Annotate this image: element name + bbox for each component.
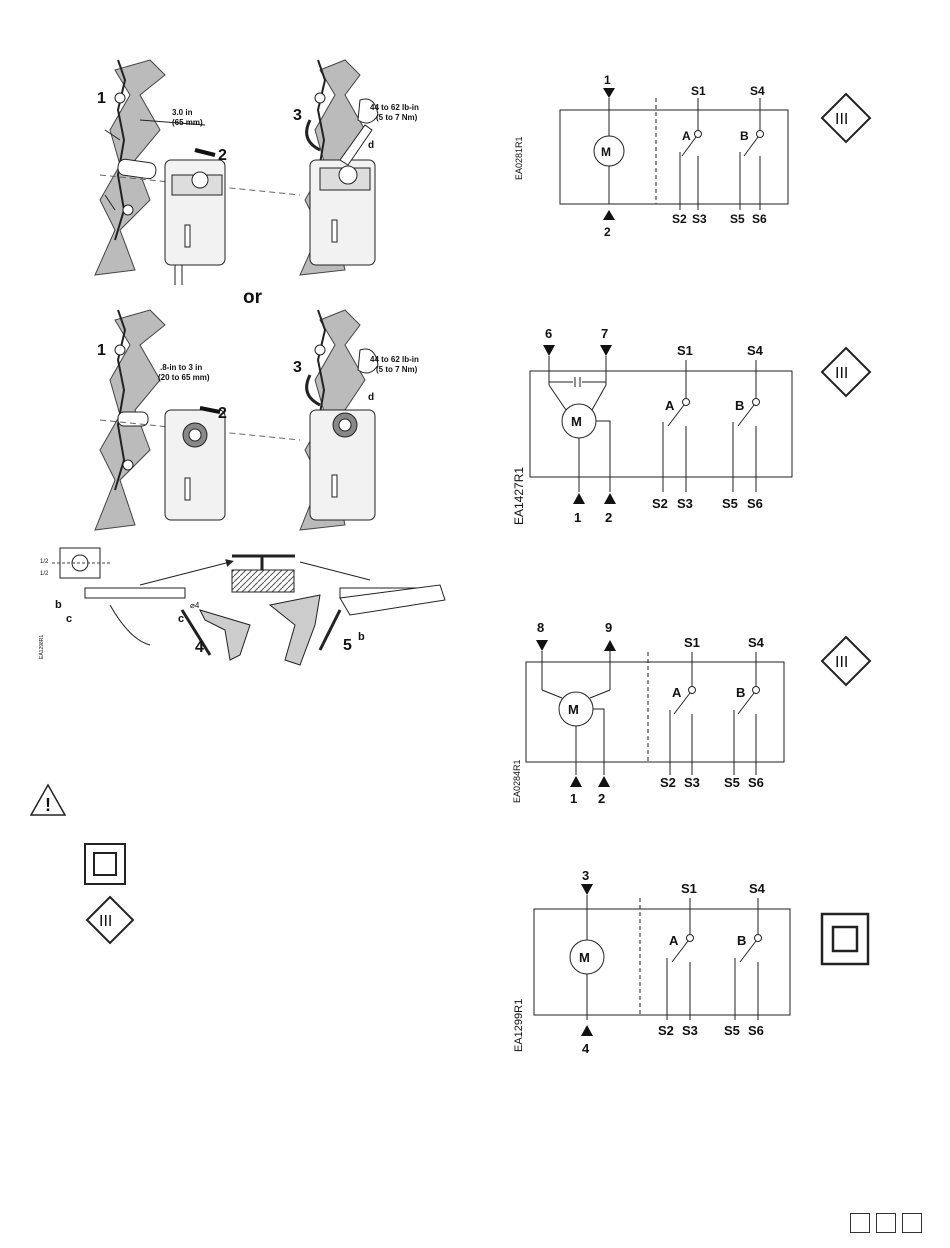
step-3-label: 3 [293, 107, 302, 124]
d2-switch-a: A [665, 398, 675, 413]
d1-switch-a: A [682, 129, 691, 143]
d-label-mid: d [368, 392, 374, 403]
d2-s2: S2 [652, 496, 668, 511]
d1-s1: S1 [691, 84, 706, 98]
d4-s2: S2 [658, 1023, 674, 1038]
d1-s3: S3 [692, 212, 707, 226]
d3-motor: M [568, 702, 579, 717]
diagram-1: 1 2 M S1 S4 A B S2 S3 S5 S6 EA0281R1 III [514, 73, 872, 239]
b-label: b [55, 599, 62, 611]
dimension-mm-label-mid: (20 to 65 mm) [158, 373, 210, 382]
page-box [902, 1213, 922, 1233]
class-iii-icon: III [85, 895, 135, 945]
dimension-label: 3.0 in [172, 108, 193, 117]
d2-s1: S1 [677, 343, 693, 358]
d1-s5: S5 [730, 212, 745, 226]
d4-s1: S1 [681, 881, 697, 896]
d4-s3: S3 [682, 1023, 698, 1038]
torque-label: 44 to 62 lb-in [370, 103, 419, 112]
d1-term-top: 1 [604, 73, 611, 87]
c-label: c [66, 613, 72, 625]
step-3-label-mid: 3 [293, 359, 302, 376]
d1-motor: M [601, 145, 611, 159]
d2-s6: S6 [747, 496, 763, 511]
step-2-label-mid: 2 [218, 405, 227, 422]
torque-nm-label: (5 to 7 Nm) [376, 113, 418, 122]
step-1-label-mid: 1 [97, 342, 106, 359]
d3-term-bottom-1: 1 [570, 791, 577, 806]
dimension-label-mid: .8-in to 3 in [160, 363, 202, 372]
b-label-2: b [358, 631, 365, 643]
d-label: d [368, 140, 374, 151]
page-marker-boxes [850, 1213, 922, 1233]
bracket-code-label: EA1298R1 [39, 635, 45, 659]
d1-s4: S4 [750, 84, 765, 98]
step-4-label: 4 [195, 639, 204, 656]
d3-s3: S3 [684, 775, 700, 790]
d4-term-top: 3 [582, 868, 589, 883]
d4-switch-a: A [669, 933, 679, 948]
step-1-label: 1 [97, 90, 106, 107]
d1-term-bottom: 2 [604, 225, 611, 239]
d2-term-top-1: 6 [545, 326, 552, 341]
d1-s2: S2 [672, 212, 687, 226]
double-insulation-icon [84, 843, 126, 885]
diagram-3: 8 9 1 2 M S1 S4 A B S2 S3 S5 S6 EA0284R1… [512, 620, 872, 806]
d4-s5: S5 [724, 1023, 740, 1038]
d2-term-bottom-2: 2 [605, 510, 612, 525]
page-box [850, 1213, 870, 1233]
d2-s4: S4 [747, 343, 764, 358]
d4-switch-b: B [737, 933, 746, 948]
d3-s5: S5 [724, 775, 740, 790]
d4-s6: S6 [748, 1023, 764, 1038]
d1-switch-b: B [740, 129, 749, 143]
dimension-mm-label: (65 mm) [172, 118, 203, 127]
d2-class-iii-icon: III [835, 365, 848, 382]
diagram-2: 6 7 1 2 M S1 S4 A B S2 S3 S5 S6 EA1427R1… [512, 326, 872, 525]
d3-s6: S6 [748, 775, 764, 790]
torque-nm-label-mid: (5 to 7 Nm) [376, 365, 418, 374]
d2-motor: M [571, 414, 582, 429]
d1-code: EA0281R1 [514, 136, 524, 180]
d2-code: EA1427R1 [512, 467, 526, 525]
d2-s3: S3 [677, 496, 693, 511]
d3-s2: S2 [660, 775, 676, 790]
d2-term-top-2: 7 [601, 326, 608, 341]
d3-s1: S1 [684, 635, 700, 650]
d1-s6: S6 [752, 212, 767, 226]
step-5-label: 5 [343, 637, 352, 654]
d3-term-top-2: 9 [605, 620, 612, 635]
c-label-2: c [178, 613, 184, 625]
d2-switch-b: B [735, 398, 744, 413]
d3-term-bottom-2: 2 [598, 791, 605, 806]
step-2-label: 2 [218, 147, 227, 164]
page-box [876, 1213, 896, 1233]
d3-s4: S4 [748, 635, 765, 650]
d2-s5: S5 [722, 496, 738, 511]
d4-code: EA1299R1 [513, 999, 525, 1052]
d4-s4: S4 [749, 881, 766, 896]
d3-switch-a: A [672, 685, 682, 700]
d3-class-iii-icon: III [835, 654, 848, 671]
warning-icon: ! [29, 783, 67, 816]
d3-switch-b: B [736, 685, 745, 700]
diagram-4: 3 4 M S1 S4 A B S2 S3 S5 S6 EA1299R1 [513, 868, 870, 1056]
d3-term-top-1: 8 [537, 620, 544, 635]
half-label-2: 1/2 [40, 571, 49, 577]
d2-term-bottom-1: 1 [574, 510, 581, 525]
svg-text:!: ! [45, 795, 51, 815]
svg-text:III: III [99, 913, 112, 930]
d3-code: EA0284R1 [512, 759, 522, 803]
d4-term-bottom: 4 [582, 1041, 590, 1056]
torque-label-mid: 44 to 62 lb-in [370, 355, 419, 364]
d4-motor: M [579, 950, 590, 965]
diameter-label: ⌀4 [190, 601, 200, 610]
half-label-1: 1/2 [40, 559, 49, 565]
d1-class-iii-icon: III [835, 111, 848, 128]
or-label: or [243, 287, 262, 308]
